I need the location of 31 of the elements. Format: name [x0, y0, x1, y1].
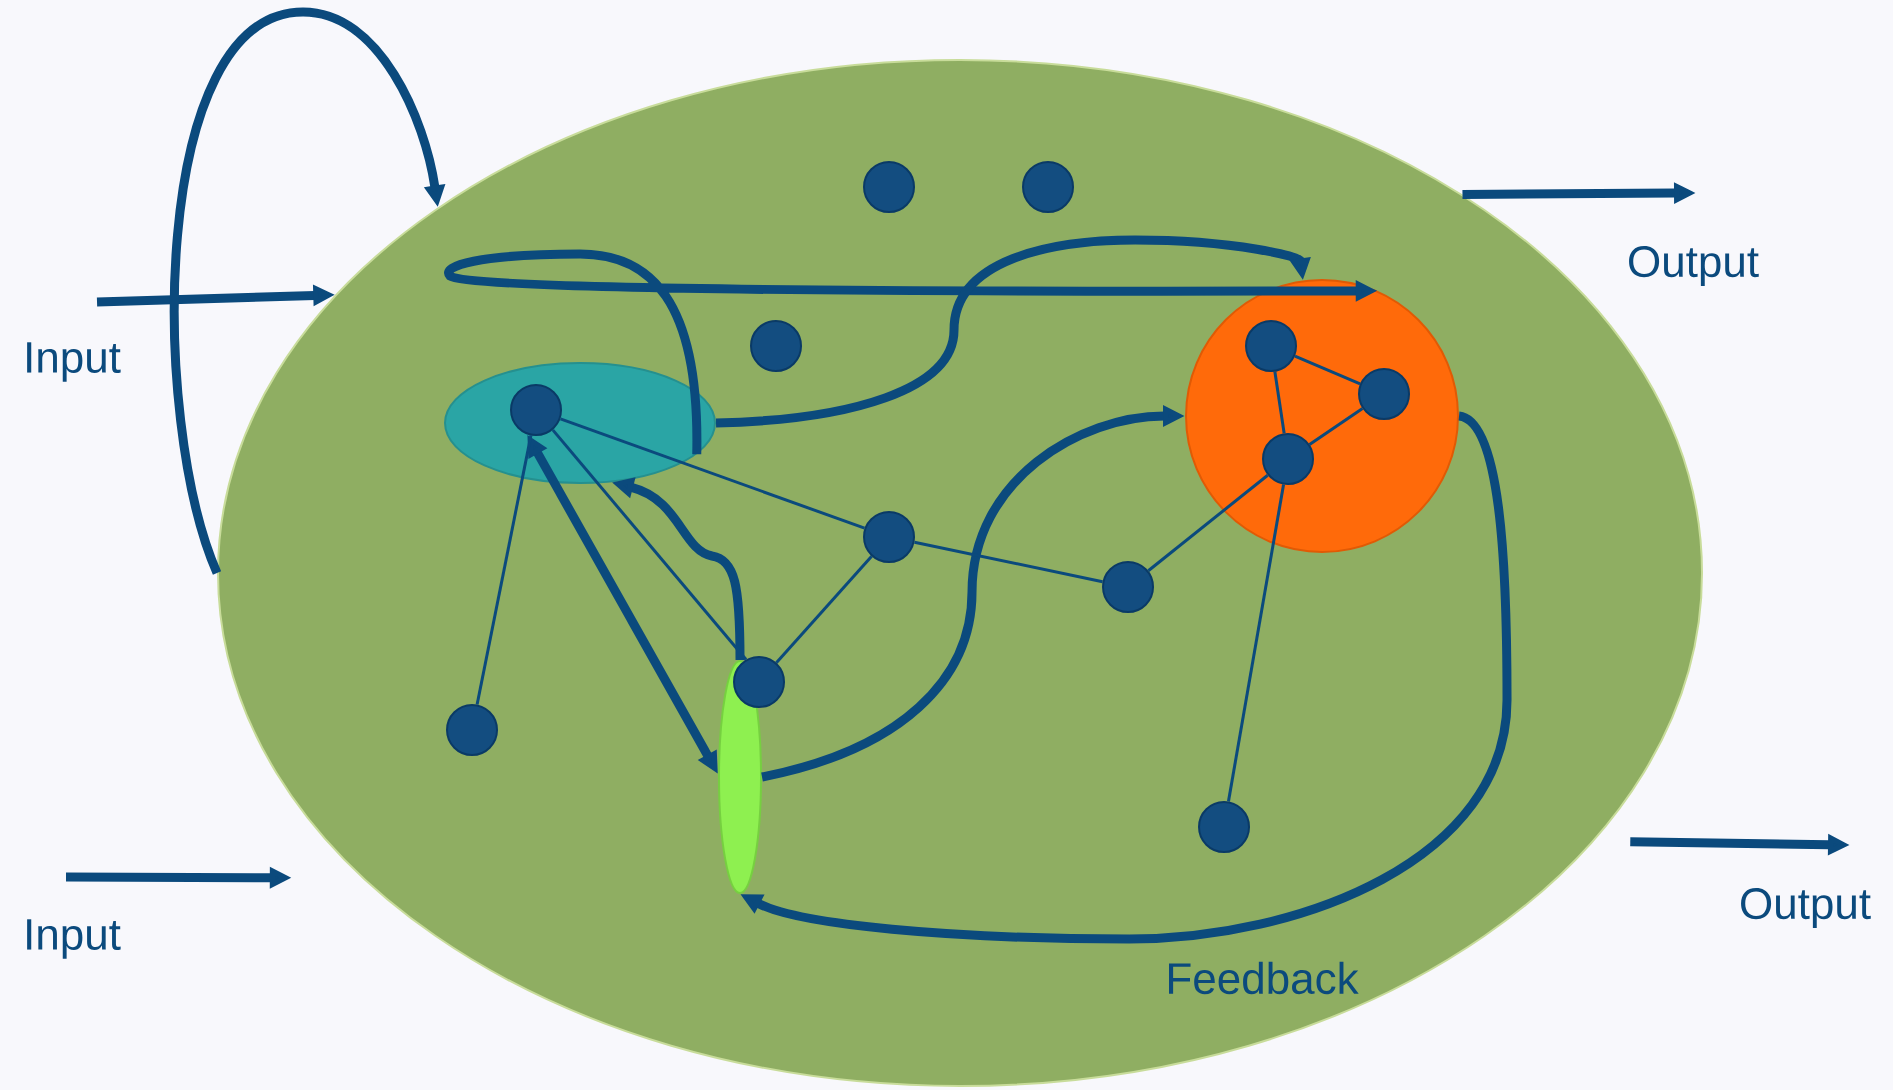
lens-shape: [718, 660, 762, 894]
io-label: Input: [27, 342, 121, 382]
node-dot: [1262, 433, 1314, 485]
connector-line: [559, 417, 866, 530]
io-label: Input: [27, 919, 121, 959]
connector-line: [1308, 407, 1364, 446]
node-dot: [863, 161, 915, 213]
connector-line: [1294, 354, 1361, 386]
io-label: Output: [1629, 246, 1759, 286]
io-label: Output: [1741, 888, 1871, 928]
connector-line: [475, 435, 533, 705]
node-dot: [733, 656, 785, 708]
arrow: [715, 235, 1311, 428]
node-dot: [1358, 368, 1410, 420]
connector-line: [551, 428, 748, 661]
node-dot: [1198, 801, 1250, 853]
node-dot: [1022, 161, 1074, 213]
subsystem-ellipse: [444, 362, 716, 484]
node-dot: [446, 704, 498, 756]
connector-line: [914, 540, 1103, 584]
node-dot: [1102, 561, 1154, 613]
connector-line: [1227, 484, 1286, 802]
node-dot: [863, 511, 915, 563]
node-dot: [1245, 320, 1297, 372]
arrow: [169, 7, 446, 575]
node-dot: [510, 384, 562, 436]
connector-line: [1147, 474, 1269, 572]
connector-line: [1273, 371, 1286, 434]
edge-label: Feedback: [1169, 961, 1359, 995]
connector-line: [775, 555, 873, 664]
node-dot: [750, 320, 802, 372]
